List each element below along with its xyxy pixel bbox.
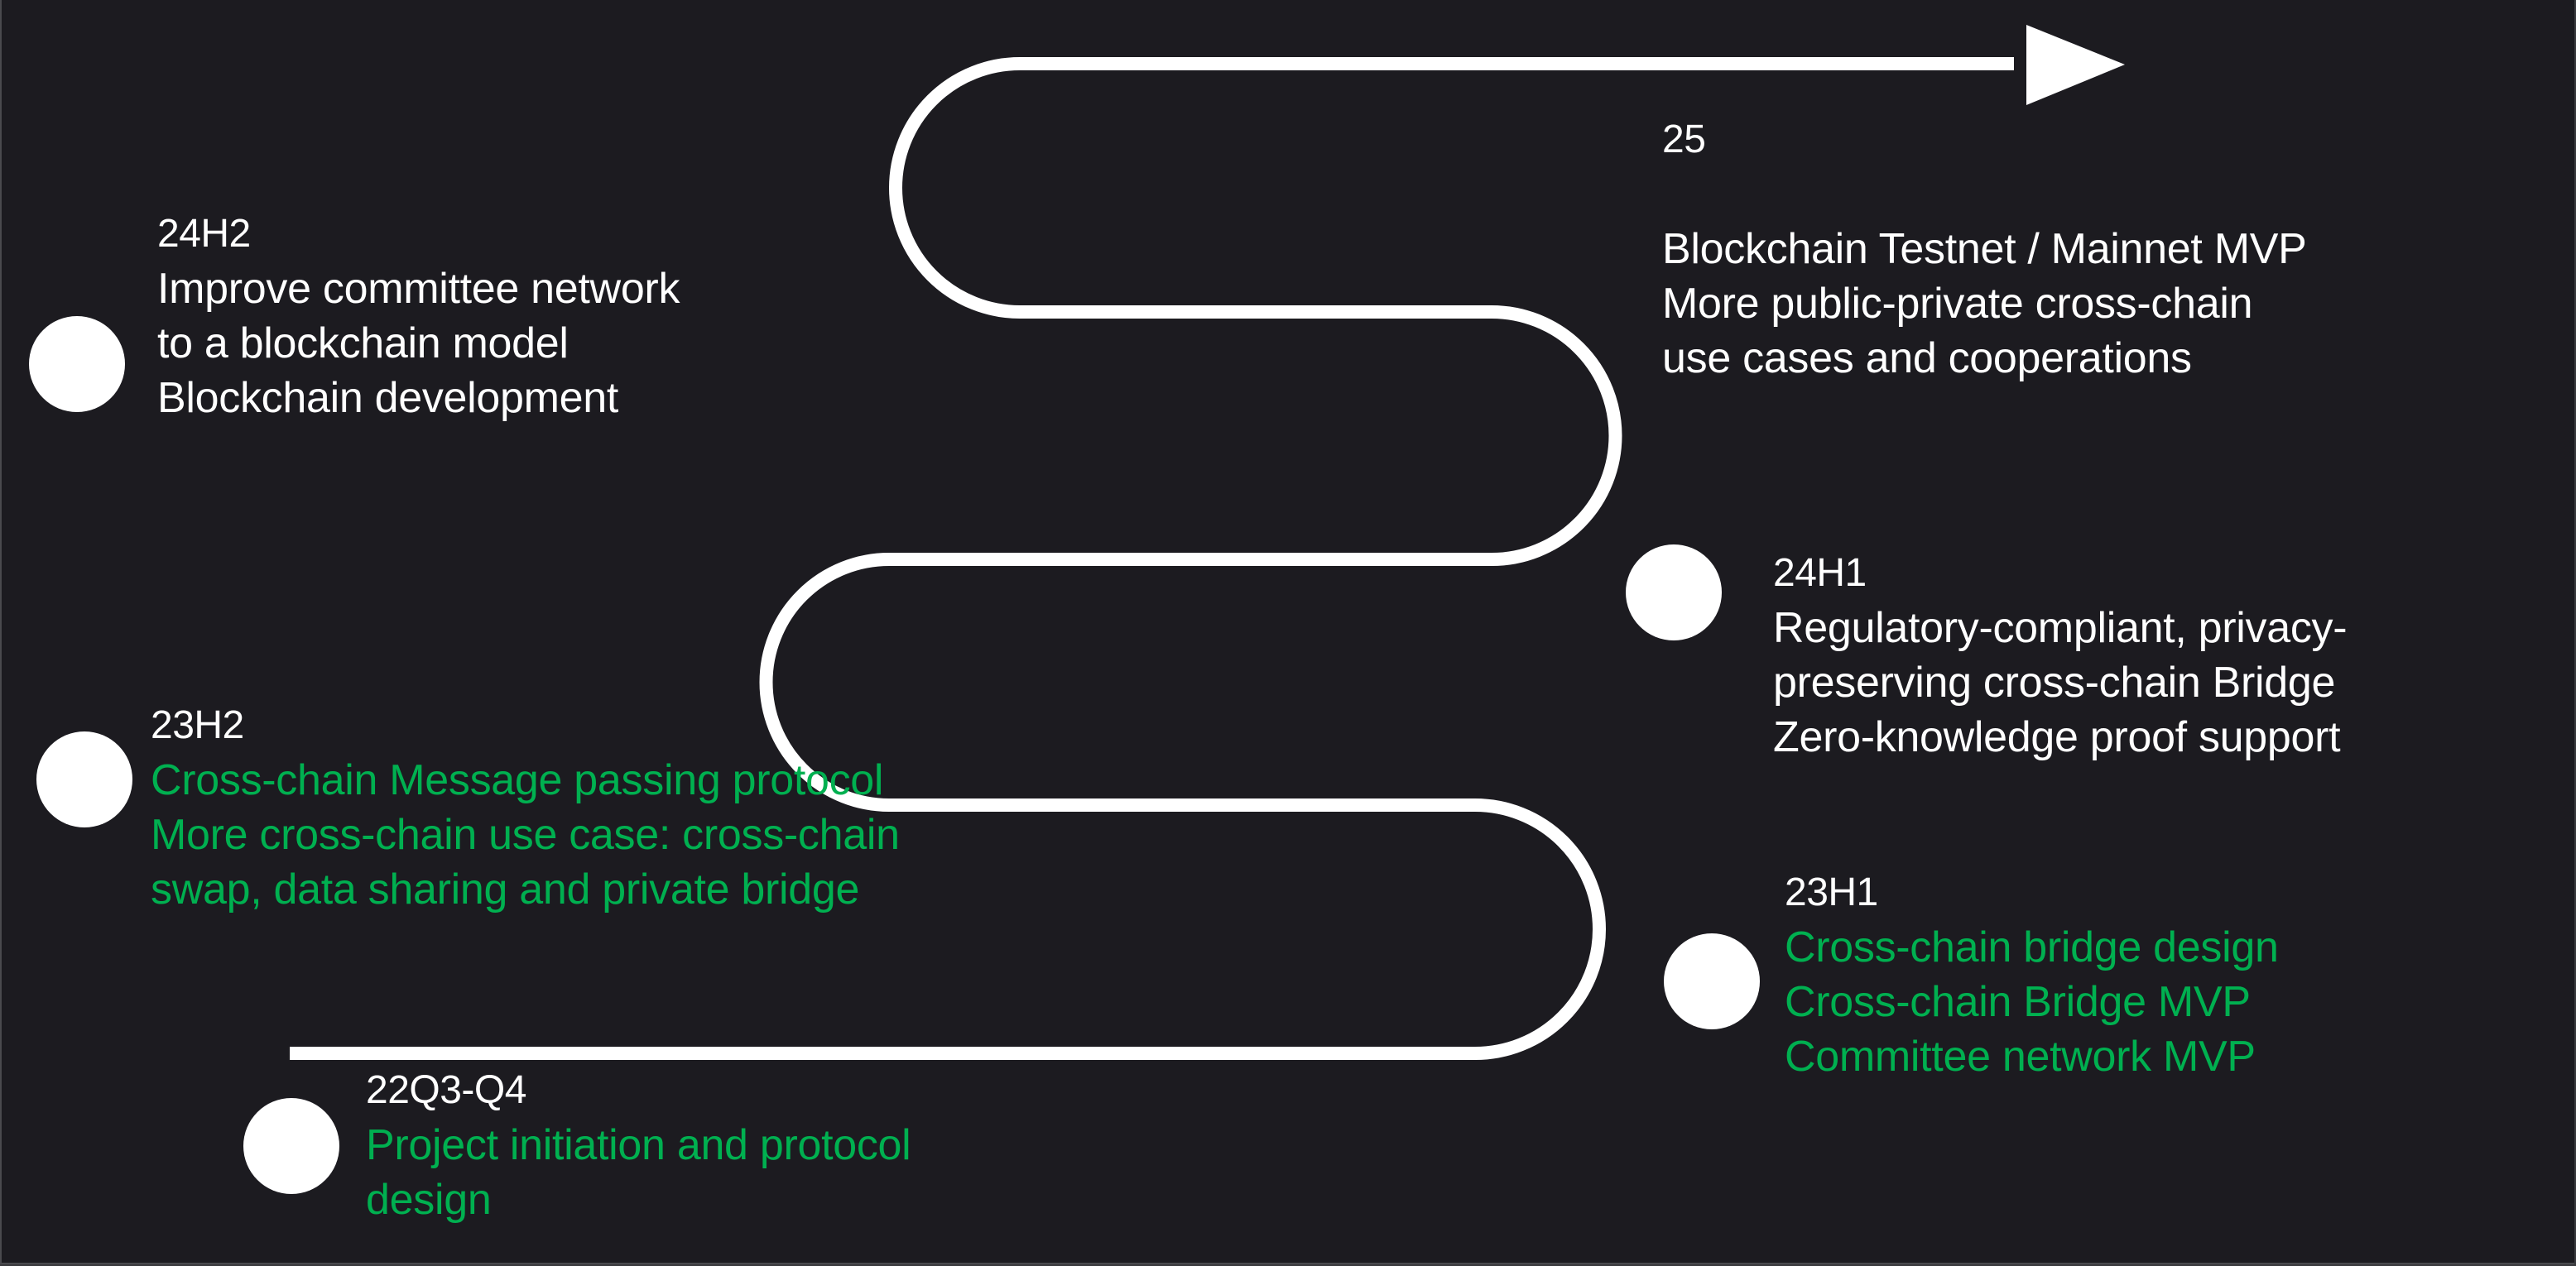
milestone-period: 23H2	[151, 703, 244, 747]
milestone-period: 25	[1662, 117, 1706, 161]
milestone-dot-24h1	[1626, 544, 1722, 640]
milestone-item: Cross-chain Bridge MVP	[1785, 978, 2251, 1026]
milestone-item: Cross-chain bridge design	[1785, 923, 2279, 971]
milestone-item: Blockchain Testnet / Mainnet MVP	[1662, 225, 2307, 273]
milestone-23h2: 23H2 Cross-chain Message passing protoco…	[151, 698, 900, 917]
milestone-item: swap, data sharing and private bridge	[151, 866, 860, 914]
milestone-item: Project initiation and protocol	[366, 1121, 911, 1169]
milestone-period: 24H1	[1773, 551, 1867, 595]
milestone-dot-22q3-q4	[243, 1098, 339, 1194]
milestone-22q3-q4: 22Q3-Q4 Project initiation and protocol …	[366, 1063, 911, 1227]
milestone-item: preserving cross-chain Bridge	[1773, 659, 2336, 707]
milestone-24h2: 24H2 Improve committee network to a bloc…	[157, 207, 680, 425]
milestone-24h1: 24H1 Regulatory-compliant, privacy- pres…	[1773, 546, 2348, 765]
milestone-item: Committee network MVP	[1785, 1033, 2256, 1081]
milestone-item: Cross-chain Message passing protocol	[151, 756, 884, 804]
milestone-item: Improve committee network	[157, 265, 680, 313]
milestone-23h1: 23H1 Cross-chain bridge design Cross-cha…	[1785, 866, 2279, 1084]
milestone-period: 22Q3-Q4	[366, 1068, 526, 1112]
milestone-item: Zero-knowledge proof support	[1773, 713, 2341, 761]
milestone-item: Blockchain development	[157, 374, 619, 422]
milestone-item: More public-private cross-chain	[1662, 280, 2253, 328]
milestone-dot-23h2	[36, 731, 132, 827]
milestone-item: Regulatory-compliant, privacy-	[1773, 604, 2348, 652]
spacer	[1662, 167, 2307, 222]
milestone-25: 25 Blockchain Testnet / Mainnet MVP More…	[1662, 113, 2307, 386]
milestone-dot-23h1	[1664, 933, 1760, 1029]
arrow-right-icon	[2026, 25, 2125, 105]
milestone-item: to a blockchain model	[157, 319, 569, 367]
milestone-item: use cases and cooperations	[1662, 334, 2192, 382]
milestone-period: 23H1	[1785, 870, 1878, 914]
milestone-item: More cross-chain use case: cross-chain	[151, 811, 900, 859]
milestone-dot-24h2	[29, 316, 125, 412]
milestone-item: design	[366, 1176, 492, 1224]
milestone-period: 24H2	[157, 212, 251, 256]
